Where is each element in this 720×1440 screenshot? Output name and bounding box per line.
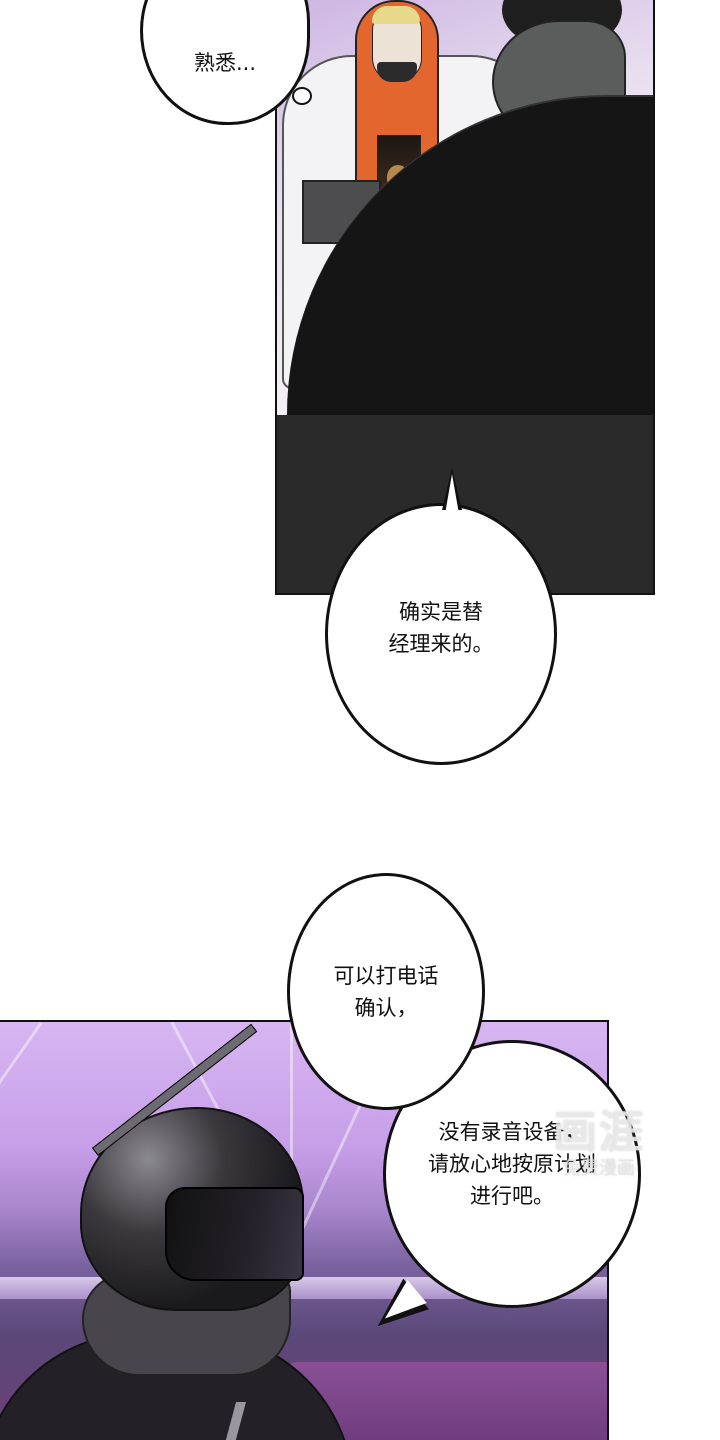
watermark: 画涯 免费漫画 — [538, 1108, 660, 1180]
thought-dot-icon — [292, 87, 312, 105]
speech-bubble: 确实是替 经理来的。 — [325, 503, 557, 765]
ceiling-strut — [0, 1022, 43, 1221]
watermark-subtitle: 免费漫画 — [563, 1158, 635, 1179]
bubble-text: 没有录音设备， 请放心地按原计划 进行吧。 — [428, 1120, 596, 1208]
helmet-visor — [165, 1187, 304, 1281]
bubble-text: 可以打电话 确认， — [333, 963, 439, 1020]
bubble-text: 确实是替 经理来的。 — [388, 600, 494, 656]
comic-panel-top — [275, 0, 655, 595]
speech-tail-fill — [445, 474, 459, 514]
face-mask — [377, 62, 417, 82]
watermark-logo: 画涯 — [553, 1107, 645, 1158]
speech-bubble: 可以打电话 确认， — [287, 873, 485, 1110]
blond-hair — [372, 6, 420, 24]
ceiling-strut — [290, 1022, 293, 1262]
bubble-text: 熟悉... — [193, 50, 257, 75]
